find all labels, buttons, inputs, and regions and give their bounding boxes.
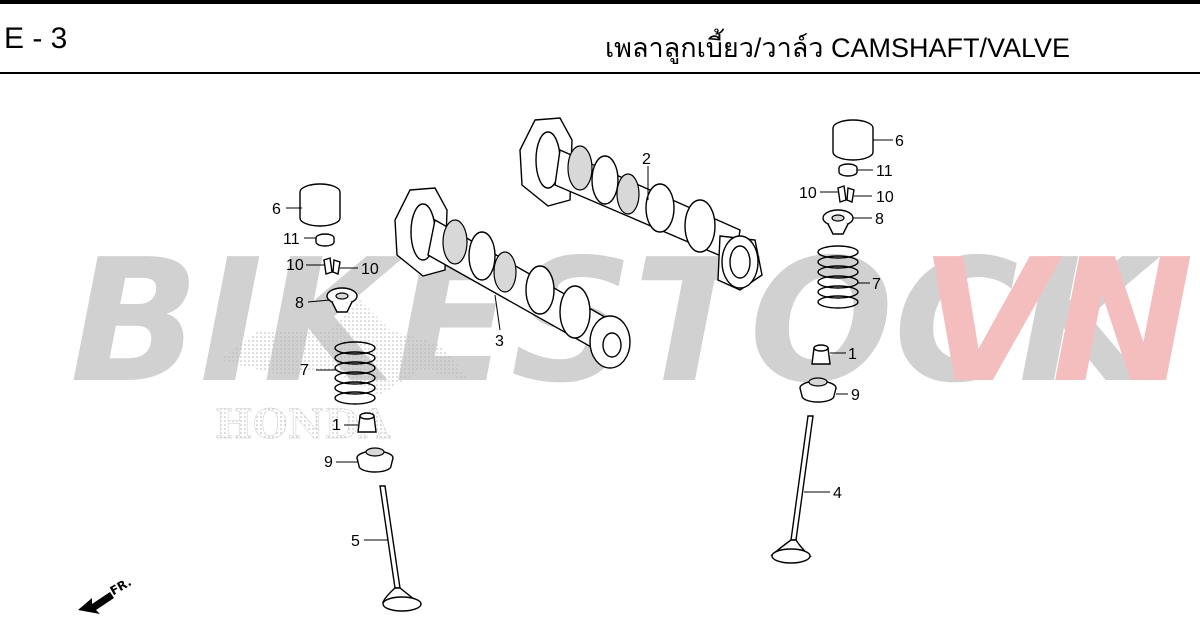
callout-11-right: 11	[876, 163, 893, 180]
callout-8-right: 8	[875, 211, 884, 228]
callout-4: 4	[833, 485, 842, 502]
callouts: 6 11 10 10 8 7 1 9 5 3 2 6 11 10 10 8 7 …	[272, 133, 904, 550]
callout-6-right: 6	[895, 133, 904, 150]
leader-lines	[286, 139, 893, 541]
callout-5: 5	[351, 533, 360, 550]
section-code: E - 3	[4, 22, 68, 55]
left-valve-assembly	[299, 183, 423, 612]
arrow-icon	[78, 592, 114, 614]
callout-10-right-b: 10	[876, 189, 894, 206]
camshaft-exhaust	[519, 117, 763, 291]
camshaft-intake	[394, 187, 631, 369]
callout-10-left-b: 10	[361, 261, 379, 278]
page-header: E - 3 เพลาลูกเบี้ยว/วาล์ว CAMSHAFT/VALVE	[0, 4, 1200, 74]
top-rule	[0, 0, 1200, 4]
page-title: เพลาลูกเบี้ยว/วาล์ว CAMSHAFT/VALVE	[604, 33, 1070, 63]
callout-10-left-a: 10	[286, 257, 304, 274]
watermark-text-accent: VN	[920, 223, 1194, 421]
callout-2: 2	[642, 151, 651, 168]
callout-3: 3	[495, 333, 504, 350]
callout-11-left: 11	[283, 231, 300, 248]
right-valve-assembly	[770, 119, 874, 564]
front-label: FR.	[108, 575, 134, 598]
callout-9-left: 9	[324, 454, 333, 471]
callout-10-right-a: 10	[799, 185, 817, 202]
callout-8-left: 8	[295, 295, 304, 312]
callout-1-left: 1	[332, 417, 341, 434]
callout-6-left: 6	[272, 201, 281, 218]
callout-7-right: 7	[872, 276, 881, 293]
callout-7-left: 7	[300, 362, 309, 379]
watermark: BIKESTOCK VN HONDA	[70, 223, 1194, 448]
honda-wing-logo	[220, 300, 470, 395]
front-direction-marker: FR.	[78, 575, 134, 614]
callout-9-right: 9	[851, 387, 860, 404]
callout-1-right: 1	[848, 346, 857, 363]
